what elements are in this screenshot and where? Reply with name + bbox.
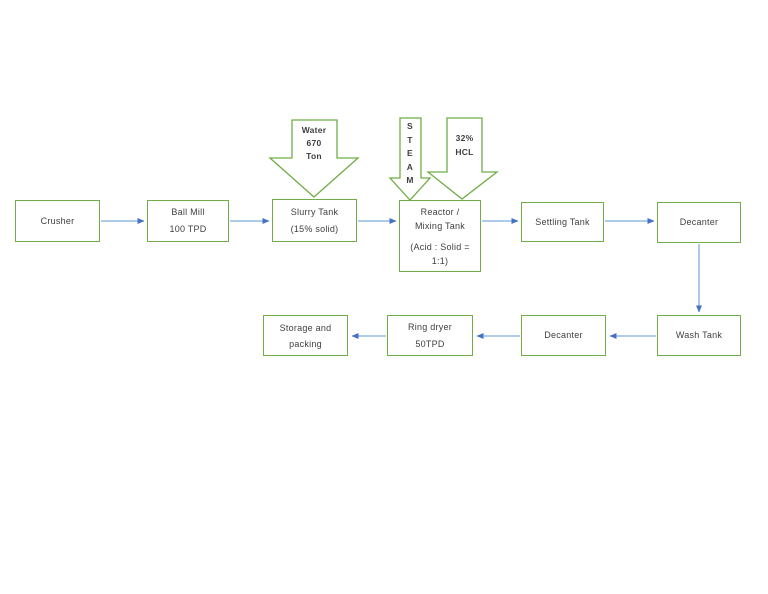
node-label: Storage and: [279, 322, 332, 333]
node-slurry-tank: Slurry Tank (15% solid): [272, 199, 357, 242]
water-block-arrow: [268, 119, 360, 198]
node-sublabel: (15% solid): [290, 223, 339, 234]
node-ball-mill: Ball Mill 100 TPD: [147, 200, 229, 242]
node-sublabel: (Acid : Solid =: [410, 241, 470, 252]
steam-input-label: S T E A M: [406, 121, 414, 186]
node-sublabel: 100 TPD: [169, 224, 207, 234]
water-input-label: Water 670 Ton: [301, 125, 327, 161]
node-decanter-top: Decanter: [657, 202, 741, 243]
node-label: Slurry Tank: [290, 206, 339, 217]
hcl-input-label: 32% HCL: [455, 133, 474, 157]
node-label: Decanter: [679, 217, 719, 227]
node-label: Settling Tank: [535, 216, 590, 227]
node-sublabel: 1:1): [431, 255, 449, 266]
node-wash-tank: Wash Tank: [657, 315, 741, 356]
node-label: Wash Tank: [675, 330, 723, 340]
node-crusher: Crusher: [15, 200, 100, 242]
node-label: Ball Mill: [171, 207, 205, 217]
node-label: packing: [289, 338, 322, 349]
node-label: Mixing Tank: [414, 220, 466, 231]
node-label: Decanter: [544, 330, 583, 340]
node-ring-dryer: Ring dryer 50TPD: [387, 315, 473, 356]
hcl-block-arrow: [426, 117, 499, 200]
node-sublabel: 50TPD: [415, 338, 445, 349]
steam-block-arrow: [388, 117, 432, 201]
node-settling-tank: Settling Tank: [521, 202, 604, 242]
node-label: Ring dryer: [407, 321, 452, 332]
node-label: Reactor /: [420, 206, 460, 217]
node-decanter-bottom: Decanter: [521, 315, 606, 356]
node-label: Crusher: [40, 215, 75, 226]
node-reactor-mixing-tank: Reactor / Mixing Tank (Acid : Solid = 1:…: [399, 200, 481, 272]
node-storage-packing: Storage and packing: [263, 315, 348, 356]
